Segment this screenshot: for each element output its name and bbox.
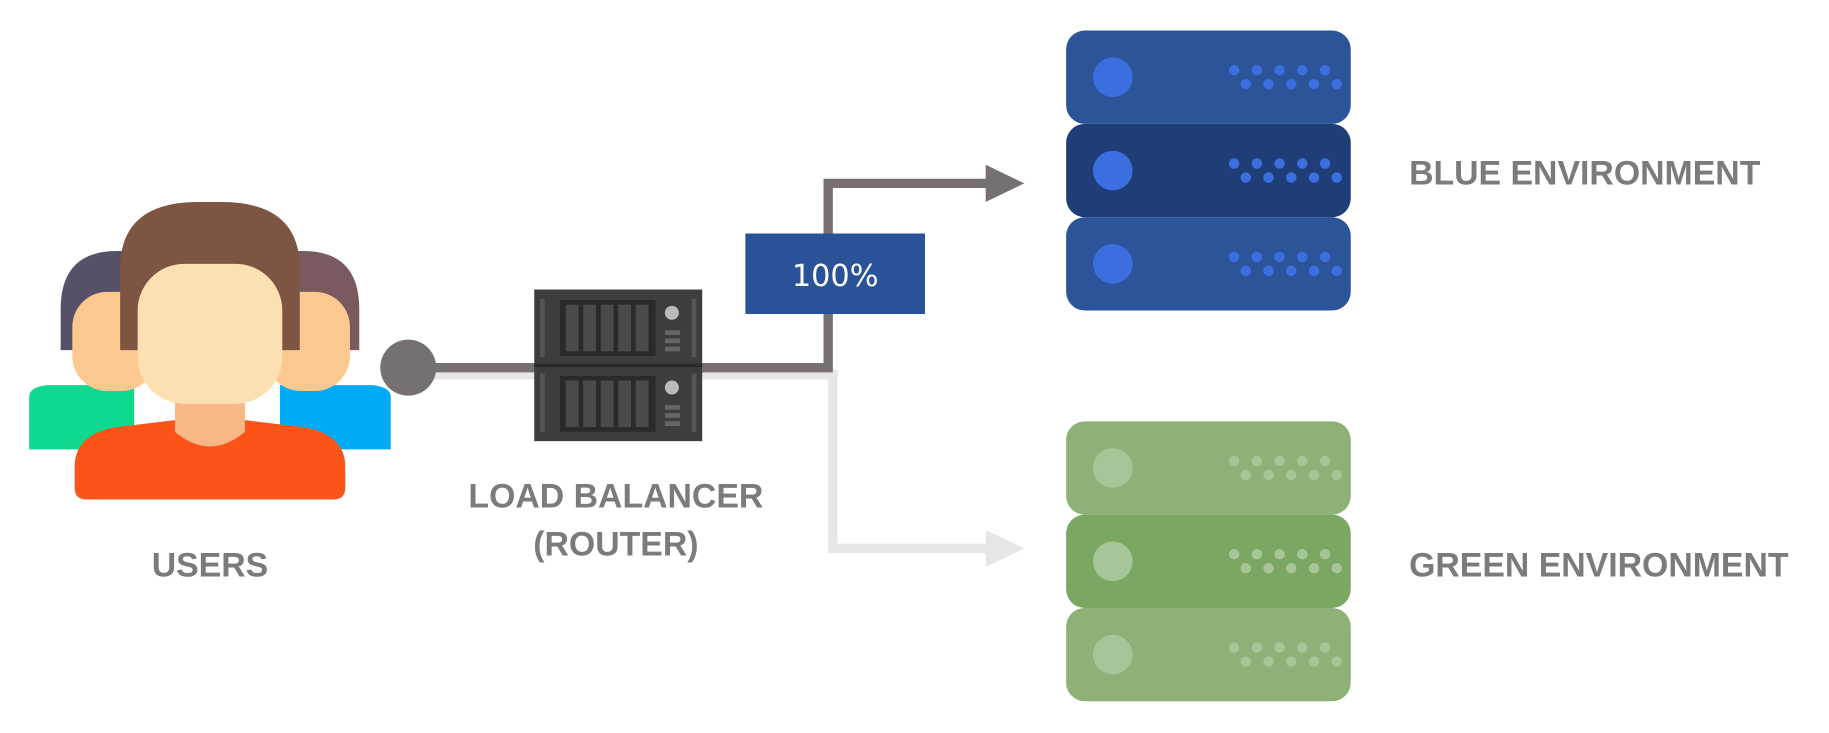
vent-dot [1228, 251, 1240, 263]
vent-dot [1319, 549, 1331, 560]
vent-dot [1228, 642, 1240, 653]
vent-dot [1228, 549, 1240, 560]
vent-dot [1251, 455, 1263, 467]
vent-dot [1251, 158, 1263, 169]
green-server-unit [1066, 514, 1351, 608]
power-led-icon [1092, 244, 1133, 284]
vent-dot [1297, 64, 1308, 76]
blue-environment-label: BLUE ENVIRONMENT [1409, 155, 1761, 193]
vent-dot [1286, 78, 1297, 90]
vent-dot [1286, 265, 1297, 277]
vent-dot [1286, 469, 1297, 481]
power-led-icon [1092, 541, 1133, 582]
load-balancer-sublabel: (ROUTER) [533, 525, 698, 563]
load-balancer-label: LOAD BALANCER [468, 478, 763, 516]
load-balancer-server-icon [534, 289, 703, 442]
path-origin-dot [380, 339, 437, 396]
vent-dot [1319, 64, 1331, 76]
vent-dot [1297, 158, 1308, 169]
vent-dot [1263, 265, 1274, 277]
vent-dot [1274, 64, 1285, 76]
vent-dot [1319, 251, 1331, 263]
vent-dot [1274, 455, 1285, 467]
vent-dot [1240, 172, 1252, 183]
vent-dot [1274, 642, 1285, 653]
vent-dot [1263, 563, 1274, 574]
vent-dot [1331, 656, 1343, 667]
vent-dot [1251, 549, 1263, 560]
vent-dot [1308, 78, 1320, 90]
green-server-unit [1066, 421, 1351, 515]
power-led-icon [1092, 150, 1133, 191]
vent-dot [1308, 656, 1320, 667]
traffic-percentage-text: 100% [792, 259, 879, 294]
vent-dot [1240, 265, 1252, 277]
active-path-to-blue [408, 164, 1025, 373]
inactive-path-to-green [408, 369, 1025, 568]
vent-dot [1228, 455, 1240, 467]
vent-dot [1274, 549, 1285, 560]
vent-dot [1297, 549, 1308, 560]
green-environment-server-stack [1066, 421, 1351, 702]
power-led-icon [1092, 634, 1133, 675]
vent-dot [1286, 656, 1297, 667]
vent-dot [1263, 172, 1274, 183]
vent-dot [1331, 172, 1343, 183]
vent-dot [1319, 158, 1331, 169]
vent-dot [1308, 563, 1320, 574]
vent-dot [1240, 78, 1252, 90]
vent-dot [1331, 265, 1343, 277]
arrowhead-blue-icon [985, 164, 1025, 203]
vent-dot [1331, 563, 1343, 574]
vent-dot [1286, 563, 1297, 574]
blue-environment-server-stack [1066, 30, 1351, 311]
vent-dot [1331, 469, 1343, 481]
vent-dot [1331, 78, 1343, 90]
vent-dot [1240, 469, 1252, 481]
arrowhead-green-icon [985, 529, 1025, 568]
blue-server-unit [1066, 30, 1351, 124]
vent-dot [1319, 455, 1331, 467]
vent-dot [1228, 64, 1240, 76]
vent-dot [1308, 172, 1320, 183]
users-label: USERS [152, 546, 269, 584]
green-environment-label: GREEN ENVIRONMENT [1409, 546, 1789, 584]
power-led-icon [1092, 57, 1133, 98]
vent-dot [1263, 656, 1274, 667]
vent-dot [1240, 656, 1252, 667]
vent-dot [1251, 251, 1263, 263]
vent-dot [1297, 642, 1308, 653]
vent-dot [1228, 158, 1240, 169]
blue-server-unit [1066, 123, 1351, 218]
vent-dot [1240, 563, 1252, 574]
users-group-icon [29, 202, 391, 500]
power-led-icon [1092, 448, 1133, 488]
vent-dot [1297, 251, 1308, 263]
vent-dot [1263, 78, 1274, 90]
green-server-unit [1066, 607, 1351, 702]
vent-dot [1251, 642, 1263, 653]
vent-dot [1308, 265, 1320, 277]
traffic-percentage-badge: 100% [745, 233, 925, 315]
vent-dot [1308, 469, 1320, 481]
vent-dot [1274, 251, 1285, 263]
vent-dot [1251, 64, 1263, 76]
vent-dot [1319, 642, 1331, 653]
vent-dot [1274, 158, 1285, 169]
blue-server-unit [1066, 217, 1351, 311]
vent-dot [1297, 455, 1308, 467]
vent-dot [1263, 469, 1274, 481]
vent-dot [1286, 172, 1297, 183]
